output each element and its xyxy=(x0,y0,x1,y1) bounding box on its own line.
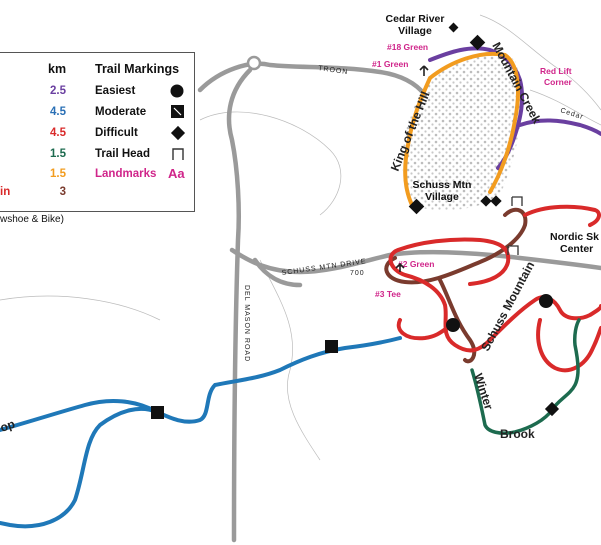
golf-flag-icon xyxy=(395,65,429,272)
km-header: km xyxy=(48,62,67,76)
partial-trail-name: in xyxy=(0,186,11,198)
nordic-center-label-1: Nordic Sk xyxy=(550,231,599,243)
km-value: 2.5 xyxy=(50,85,66,97)
km-value: 1.5 xyxy=(50,168,66,180)
landmark-sample-icon: Aa xyxy=(168,166,185,181)
km-value: 1.5 xyxy=(50,148,66,160)
cedar-river-village-label-2: Village xyxy=(398,25,432,37)
landmarks-label: Landmarks xyxy=(95,168,157,180)
legend-footnote: wshoe & Bike) xyxy=(0,214,64,225)
green-2-label: #2 Green xyxy=(398,259,434,269)
troon-road-label: TROON xyxy=(318,65,349,76)
trail-head-legend-icon xyxy=(172,148,184,160)
km-value: 3 xyxy=(59,186,66,198)
schuss-mtn-village-label-2: Village xyxy=(425,191,459,203)
cul-de-sac-icon xyxy=(246,55,262,71)
connector-road xyxy=(252,257,303,288)
moderate-square-icon xyxy=(151,340,338,419)
trail-brown xyxy=(384,207,528,364)
km-value: 4.5 xyxy=(50,127,66,139)
road-number-label: 700 xyxy=(350,270,365,277)
trail-head-label: Trail Head xyxy=(95,148,150,160)
loop-partial-label: op xyxy=(0,417,17,435)
nordic-center-label-2: Center xyxy=(560,243,593,255)
trail-head-icon xyxy=(507,196,523,255)
moderate-label: Moderate xyxy=(95,106,147,118)
easiest-circle-icon xyxy=(446,294,553,332)
winter-label: Winter xyxy=(471,372,496,412)
terrain-lines xyxy=(0,14,601,461)
ski-slope-area xyxy=(401,54,523,211)
del-mason-road-label: DEL MASON ROAD xyxy=(243,285,250,362)
red-lift-corner-label-2: Corner xyxy=(544,77,573,87)
moderate-legend-icon xyxy=(171,105,184,118)
brook-label: Brook xyxy=(500,427,535,441)
difficult-legend-icon xyxy=(170,125,186,141)
easiest-legend-icon xyxy=(170,84,184,98)
trail-markings-header: Trail Markings xyxy=(95,62,180,76)
difficult-label: Difficult xyxy=(95,127,138,139)
green-18-label: #18 Green xyxy=(387,42,428,52)
legend-box xyxy=(0,52,195,212)
easiest-label: Easiest xyxy=(95,85,136,97)
km-value: 4.5 xyxy=(50,106,66,118)
cedar-river-village-label-1: Cedar River xyxy=(386,13,445,25)
schuss-mtn-village-label-1: Schuss Mtn xyxy=(413,179,472,191)
tee-3-label: #3 Tee xyxy=(375,289,401,299)
green-1-label: #1 Green xyxy=(372,59,408,69)
trail-orange xyxy=(403,51,520,207)
troon-road-west xyxy=(226,67,253,543)
troon-road xyxy=(197,61,428,98)
trail-red xyxy=(388,204,601,373)
trail-blue xyxy=(0,336,402,529)
red-lift-corner-label-1: Red Lift xyxy=(540,66,572,76)
